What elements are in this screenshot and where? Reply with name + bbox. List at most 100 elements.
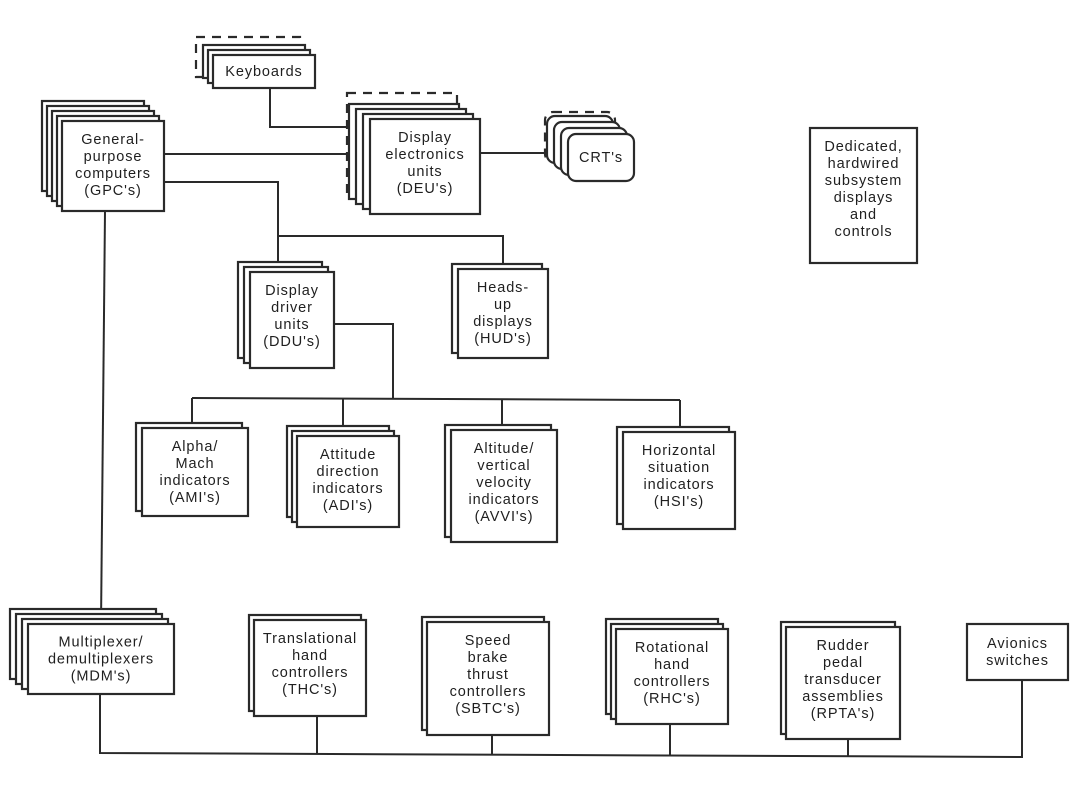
box-keyboards [211, 53, 317, 90]
box-adi [295, 434, 401, 529]
node-label-line: direction [317, 464, 380, 480]
diagram-nodes: KeyboardsGeneral-purposecomputers(GPC's)… [8, 35, 1070, 741]
node-label-line: assemblies [802, 689, 884, 705]
box-ami [140, 426, 250, 518]
node-label-line: up [494, 297, 512, 313]
node-label-line: purpose [84, 149, 143, 165]
node-label-line: displays [834, 190, 894, 206]
wire-gpc-branch [164, 181, 279, 272]
box-dedicated [808, 126, 919, 265]
node-dedicated: Dedicated,hardwiredsubsystemdisplaysandc… [808, 126, 919, 265]
wire-gpc-mdm [100, 210, 106, 625]
node-label-line: electronics [385, 147, 464, 163]
node-label-line: CRT's [579, 150, 623, 166]
node-label-line: (AMI's) [169, 490, 221, 506]
connection-lines [99, 88, 1023, 759]
node-label-line: controllers [450, 684, 527, 700]
node-label-line: controls [835, 224, 893, 240]
node-label-line: Heads- [477, 280, 529, 296]
node-label-line: controllers [272, 665, 349, 681]
node-label-line: computers [75, 166, 151, 182]
node-label-line: (AVVI's) [475, 509, 534, 525]
node-keyboards: Keyboards [194, 35, 317, 90]
node-label-line: indicators [159, 473, 230, 489]
node-label-line: Mach [175, 456, 214, 472]
node-label-line: Translational [263, 631, 357, 647]
box-hsi [621, 430, 737, 531]
node-label-line: Keyboards [225, 64, 302, 80]
node-label-line: General- [81, 132, 145, 148]
node-label-line: thrust [467, 667, 509, 683]
node-label-line: pedal [823, 655, 863, 671]
node-label-line: units [407, 164, 442, 180]
node-label-line: indicators [312, 481, 383, 497]
node-label-line: (DEU's) [397, 181, 454, 197]
node-label-line: units [274, 317, 309, 333]
box-deu [368, 117, 482, 216]
node-label-line: displays [473, 314, 533, 330]
node-label-line: controllers [634, 674, 711, 690]
node-label-line: indicators [468, 492, 539, 508]
node-label-line: brake [468, 650, 509, 666]
node-label-line: demultiplexers [48, 652, 154, 668]
node-label-line: (RPTA's) [811, 706, 875, 722]
node-label-line: Horizontal [642, 443, 716, 459]
node-label-line: transducer [804, 672, 882, 688]
node-label-line: Display [265, 283, 319, 299]
node-crt: CRT's [543, 110, 636, 183]
node-label-line: hand [654, 657, 690, 673]
node-label-line: (THC's) [282, 682, 338, 698]
node-label-line: subsystem [825, 173, 902, 189]
box-rpta [784, 625, 902, 741]
wire-ddu-indicators [334, 323, 394, 398]
box-rhc [614, 627, 730, 726]
node-label-line: indicators [643, 477, 714, 493]
box-avvi [449, 428, 559, 544]
node-label-line: switches [986, 653, 1049, 669]
box-crt [566, 132, 636, 183]
node-label-line: (HSI's) [654, 494, 704, 510]
node-avvi: Altitude/verticalvelocityindicators(AVVI… [443, 423, 559, 544]
box-sbtc [425, 620, 551, 737]
node-label-line: (DDU's) [263, 334, 320, 350]
node-label-line: Rotational [635, 640, 709, 656]
node-label-line: vertical [477, 458, 530, 474]
node-label-line: driver [271, 300, 313, 316]
node-label-line: Avionics [987, 636, 1048, 652]
node-label-line: Rudder [817, 638, 870, 654]
wire-branch-hud [278, 235, 504, 269]
wire-mdm-bus [99, 680, 1023, 759]
node-label-line: (HUD's) [474, 331, 531, 347]
node-label-line: (ADI's) [323, 498, 373, 514]
node-label-line: Speed [465, 633, 511, 649]
node-label-line: Dedicated, [824, 139, 902, 155]
node-label-line: Altitude/ [474, 441, 535, 457]
node-label-line: (GPC's) [84, 183, 141, 199]
node-label-line: Display [398, 130, 452, 146]
box-avionics [965, 622, 1070, 682]
node-label-line: Multiplexer/ [59, 635, 144, 651]
node-label-line: (MDM's) [71, 669, 132, 685]
node-label-line: (SBTC's) [455, 701, 521, 717]
box-thc [252, 618, 368, 718]
box-gpc [60, 119, 166, 213]
node-label-line: (RHC's) [643, 691, 700, 707]
wire-indicator-bus [191, 397, 681, 401]
box-mdm [26, 622, 176, 696]
box-ddu [248, 270, 336, 370]
box-hud [456, 267, 550, 360]
node-label-line: velocity [476, 475, 532, 491]
node-label-line: Attitude [320, 447, 376, 463]
